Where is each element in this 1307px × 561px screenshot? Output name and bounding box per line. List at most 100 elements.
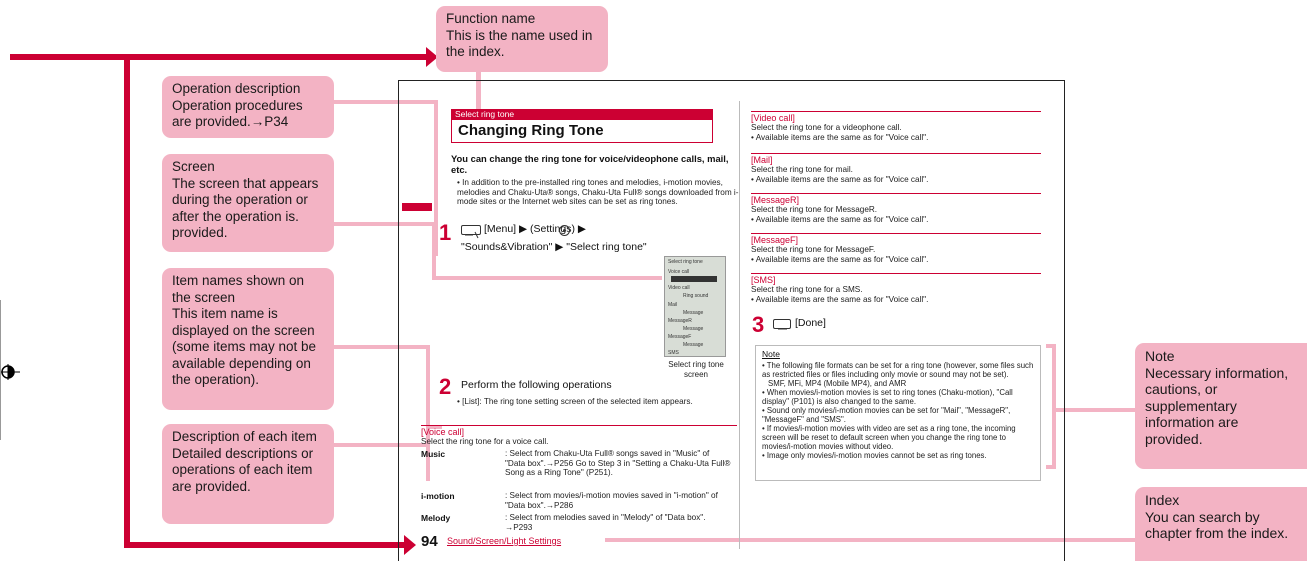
voice-call-head: [Voice call] bbox=[421, 425, 737, 437]
section-head: [Video call] bbox=[751, 111, 1041, 123]
connector-note-top bbox=[1046, 344, 1056, 348]
connector-operation-h bbox=[334, 100, 436, 104]
manual-page: Select ring tone Changing Ring Tone You … bbox=[398, 80, 1065, 561]
screen-row: Voice call bbox=[668, 269, 690, 275]
screen-highlight bbox=[671, 276, 717, 282]
note-head: Note bbox=[762, 349, 780, 359]
note-line: • Image only movies/i-motion movies cann… bbox=[762, 451, 987, 460]
note-line: • When movies/i-motion movies is set to … bbox=[762, 388, 1013, 406]
voice-call-desc: Select the ring tone for a voice call. bbox=[421, 437, 549, 446]
callout-title: Note bbox=[1145, 348, 1175, 364]
connector-function-name bbox=[476, 70, 481, 114]
screen-row: Message bbox=[683, 326, 704, 332]
red-bar-bottom bbox=[124, 542, 406, 548]
item-name: Music bbox=[421, 449, 446, 459]
arrow-head-top bbox=[426, 47, 438, 67]
connector-note-bracket bbox=[1052, 344, 1056, 469]
callout-body: You can search by chapter from the index… bbox=[1145, 508, 1289, 542]
function-tag: Select ring tone bbox=[451, 109, 713, 120]
callout-function-name: Function name This is the name used in t… bbox=[436, 6, 608, 72]
section-line: Select the ring tone for a videophone ca… bbox=[751, 123, 902, 132]
item-name: i-motion bbox=[421, 491, 455, 501]
right-section: [SMS] Select the ring tone for a SMS. • … bbox=[751, 273, 1041, 304]
menu-key-icon bbox=[461, 225, 481, 239]
step-number-3: 3 bbox=[752, 312, 765, 337]
connector-item-v bbox=[426, 345, 430, 481]
note-line: • If movies/i-motion movies with video a… bbox=[762, 424, 1016, 451]
callout-title: Index bbox=[1145, 492, 1180, 508]
note-line: SMF, MFi, MP4 (Mobile MP4), and AMR bbox=[768, 379, 907, 388]
callout-screen: Screen The screen that appears during th… bbox=[162, 154, 334, 252]
step-number-2: 2 bbox=[439, 374, 452, 399]
intro-bullet: • In addition to the pre-installed ring … bbox=[457, 178, 739, 207]
connector-item-h bbox=[334, 345, 428, 349]
callout-body: The screen that appears during the opera… bbox=[172, 175, 319, 241]
lead-text: You can change the ring tone for voice/v… bbox=[451, 153, 729, 175]
step3-text: [Done] bbox=[795, 317, 826, 329]
section-head: [MessageR] bbox=[751, 193, 1041, 205]
right-section: [MessageR] Select the ring tone for Mess… bbox=[751, 193, 1041, 224]
callout-body: Necessary information, cautions, or supp… bbox=[1145, 364, 1289, 447]
column-divider bbox=[739, 101, 740, 549]
callout-operation-description: Operation description Operation procedur… bbox=[162, 76, 334, 138]
phone-screen-thumbnail: Select ring tone Voice call Video call R… bbox=[664, 256, 726, 357]
note-box: Note • The following file formats can be… bbox=[755, 345, 1041, 481]
section-line: • Available items are the same as for "V… bbox=[751, 174, 929, 184]
callout-description-item: Description of each item Detailed descri… bbox=[162, 424, 334, 524]
callout-body: This item name is displayed on the scree… bbox=[172, 306, 317, 387]
connector-operation-v bbox=[434, 100, 438, 256]
right-section: [Mail] Select the ring tone for mail. • … bbox=[751, 153, 1041, 184]
registration-crosshair-icon bbox=[0, 362, 20, 382]
step-number-1: 1 bbox=[439, 220, 452, 245]
connector-screen-v bbox=[432, 222, 436, 280]
step2-bullet: • [List]: The ring tone setting screen o… bbox=[457, 397, 693, 406]
red-bar-vertical bbox=[124, 54, 130, 548]
item-desc: : Select from Chaku-Uta Full® songs save… bbox=[505, 449, 731, 478]
screen-row: MessageF bbox=[668, 334, 692, 340]
screen-row: MessageR bbox=[668, 318, 692, 324]
margin-rule bbox=[0, 300, 1, 440]
connector-note-h bbox=[1055, 408, 1135, 412]
arrow-head-bottom bbox=[404, 535, 416, 555]
callout-note: Note Necessary information, cautions, or… bbox=[1135, 343, 1307, 469]
note-line: • Sound only movies/i-motion movies can … bbox=[762, 406, 1011, 424]
chapter-link[interactable]: Sound/Screen/Light Settings bbox=[447, 536, 562, 546]
right-section: [MessageF] Select the ring tone for Mess… bbox=[751, 233, 1041, 264]
section-line: Select the ring tone for a SMS. bbox=[751, 285, 863, 294]
screen-row: Select ring tone bbox=[668, 259, 703, 265]
connector-screen-h1 bbox=[334, 222, 434, 226]
right-section: [Video call] Select the ring tone for a … bbox=[751, 111, 1041, 142]
section-line: Select the ring tone for MessageF. bbox=[751, 245, 876, 254]
section-line: • Available items are the same as for "V… bbox=[751, 214, 929, 224]
callout-title: Description of each item bbox=[172, 429, 317, 444]
connector-desc-h bbox=[334, 443, 428, 447]
menu-key-icon bbox=[773, 319, 791, 330]
page-number: 94 bbox=[421, 533, 438, 550]
connector-desc-h2 bbox=[428, 425, 442, 429]
item-desc: : Select from melodies saved in "Melody"… bbox=[505, 513, 706, 532]
callout-body: This is the name used in the index. bbox=[446, 27, 593, 60]
section-line: Select the ring tone for mail. bbox=[751, 165, 853, 174]
item-desc: : Select from movies/i-motion movies sav… bbox=[505, 491, 718, 510]
callout-body: Detailed descriptions or operations of e… bbox=[172, 445, 314, 494]
callout-index: Index You can search by chapter from the… bbox=[1135, 487, 1307, 561]
screen-row: Message bbox=[683, 310, 704, 316]
section-line: • Available items are the same as for "V… bbox=[751, 254, 929, 264]
connector-screen-h2 bbox=[432, 276, 662, 280]
screen-caption: Select ring tone screen bbox=[668, 360, 724, 379]
item-name: Melody bbox=[421, 513, 451, 523]
screen-row: Mail bbox=[668, 302, 678, 308]
callout-title: Item names shown on the screen bbox=[172, 273, 305, 305]
section-line: • Available items are the same as for "V… bbox=[751, 132, 929, 142]
callout-title: Function name bbox=[446, 11, 536, 26]
step2-text: Perform the following operations bbox=[461, 379, 612, 391]
screen-row: Message bbox=[683, 342, 704, 348]
screen-row: Video call bbox=[668, 285, 690, 291]
step1-line1: [Menu] ▶ (Settings) ▶ bbox=[484, 223, 586, 235]
center-key-icon bbox=[559, 225, 570, 236]
callout-title: Operation description bbox=[172, 81, 301, 96]
connector-note-bottom bbox=[1046, 465, 1056, 469]
step1-line2: "Sounds&Vibration" ▶ "Select ring tone" bbox=[461, 241, 647, 253]
callout-item-names: Item names shown on the screen This item… bbox=[162, 268, 334, 410]
screen-row: SMS bbox=[668, 350, 679, 356]
